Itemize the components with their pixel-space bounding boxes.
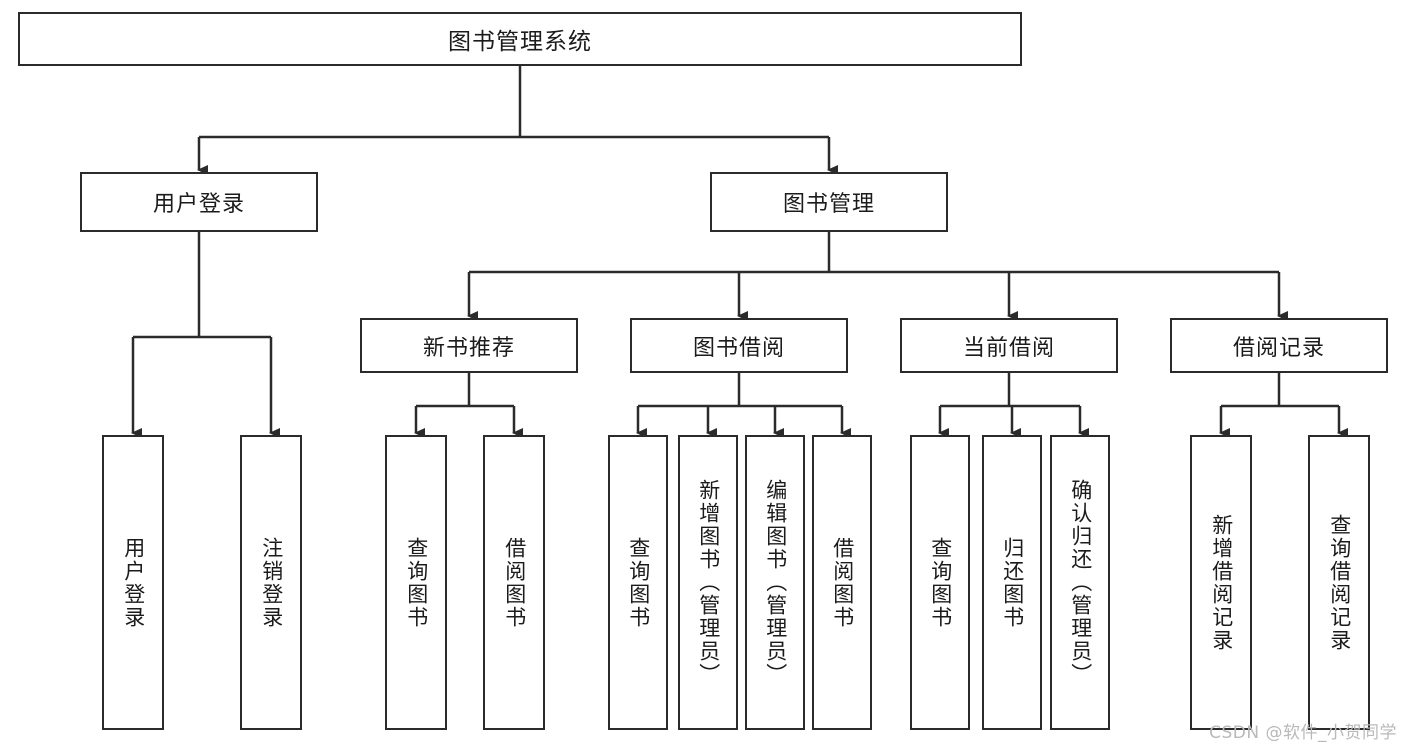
node-leaf-6[interactable]: 编辑图书（管理员） [745,435,805,730]
node-leaf-7[interactable]: 借阅图书 [812,435,872,730]
node-level3-0[interactable]: 新书推荐 [360,318,578,373]
node-leaf-5-label: 新增图书（管理员） [696,479,721,686]
node-level3-3[interactable]: 借阅记录 [1170,318,1388,373]
node-leaf-0[interactable]: 用户登录 [102,435,164,730]
node-leaf-4-label: 查询图书 [626,536,651,629]
node-level3-1[interactable]: 图书借阅 [630,318,848,373]
node-root[interactable]: 图书管理系统 [18,12,1022,66]
node-leaf-2[interactable]: 查询图书 [385,435,447,730]
node-leaf-2-label: 查询图书 [404,536,429,629]
node-leaf-11-label: 新增借阅记录 [1209,513,1234,652]
node-leaf-9[interactable]: 归还图书 [982,435,1042,730]
node-leaf-6-label: 编辑图书（管理员） [763,479,788,686]
node-level2-1-label: 图书管理 [782,192,875,217]
node-level2-0-label: 用户登录 [152,192,245,217]
node-leaf-1-label: 注销登录 [259,536,284,629]
node-level3-2[interactable]: 当前借阅 [900,318,1118,373]
node-leaf-3[interactable]: 借阅图书 [483,435,545,730]
node-leaf-1[interactable]: 注销登录 [240,435,302,730]
node-leaf-9-label: 归还图书 [1000,536,1025,629]
node-leaf-11[interactable]: 新增借阅记录 [1190,435,1252,730]
node-level3-0-label: 新书推荐 [422,335,515,361]
node-level3-3-label: 借阅记录 [1232,335,1325,361]
node-leaf-3-label: 借阅图书 [502,536,527,629]
node-level3-2-label: 当前借阅 [962,335,1055,361]
node-leaf-10[interactable]: 确认归还（管理员） [1050,435,1110,730]
node-leaf-12[interactable]: 查询借阅记录 [1308,435,1370,730]
node-level2-1[interactable]: 图书管理 [710,172,948,232]
node-leaf-8[interactable]: 查询图书 [910,435,970,730]
node-leaf-5[interactable]: 新增图书（管理员） [678,435,738,730]
node-level3-1-label: 图书借阅 [692,335,785,361]
node-leaf-0-label: 用户登录 [121,536,146,629]
watermark-text: CSDN @软件_小贺同学 [1209,723,1397,743]
node-leaf-7-label: 借阅图书 [830,536,855,629]
node-leaf-8-label: 查询图书 [928,536,953,629]
node-leaf-12-label: 查询借阅记录 [1327,513,1352,652]
node-leaf-10-label: 确认归还（管理员） [1068,479,1093,686]
node-level2-0[interactable]: 用户登录 [80,172,318,232]
node-root-label: 图书管理系统 [448,29,592,55]
node-leaf-4[interactable]: 查询图书 [608,435,668,730]
